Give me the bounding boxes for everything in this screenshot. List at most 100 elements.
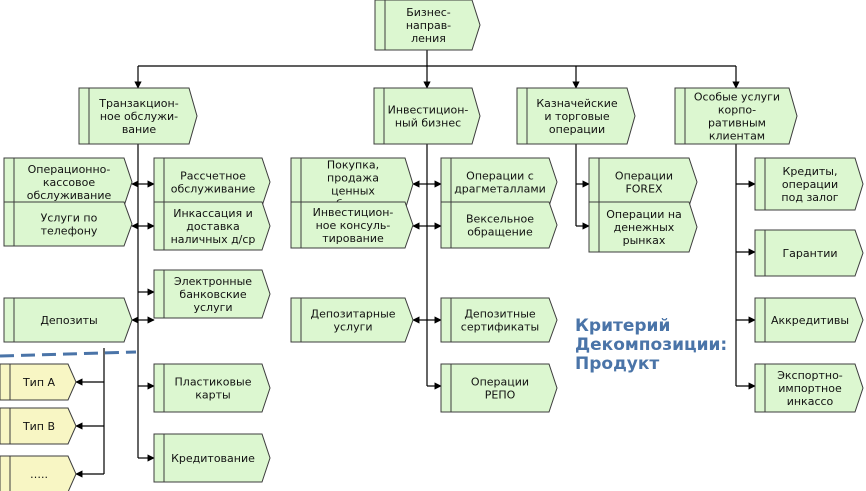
node-label: Рассчетное [180, 170, 246, 183]
node-shape [754, 157, 864, 211]
criterion-line-2: Декомпозиции: [575, 335, 727, 355]
node-label: услуги [193, 301, 232, 314]
node-label: ценных [331, 185, 375, 198]
node-transaction: Транзакцион-ное обслужи-вание [78, 87, 198, 145]
node-label: операции [782, 178, 838, 191]
node-label: драгметаллами [454, 183, 546, 196]
node-label: Операции [471, 376, 529, 389]
node-label: и торговые [544, 110, 609, 123]
node-guarantees: Гарантии [754, 229, 864, 277]
node-label: вание [122, 123, 157, 136]
node-label: Тип В [22, 420, 55, 433]
node-label: Особые услуги [694, 91, 780, 104]
node-label: Электронные [174, 275, 252, 288]
node-label: ративным [708, 117, 766, 130]
node-shape [153, 433, 271, 483]
node-shape [153, 363, 271, 413]
node-shape [440, 157, 558, 207]
node-type-etc: ….. [0, 455, 77, 491]
node-label: ления [411, 32, 446, 45]
node-shape [440, 201, 558, 249]
node-label: импортное [778, 382, 842, 395]
node-label: Кредитование [171, 452, 255, 465]
node-label: Инвестицион- [313, 206, 394, 219]
node-label: FOREX [625, 183, 663, 196]
node-shape [0, 363, 77, 401]
node-label: Транзакцион- [98, 97, 178, 110]
node-label: Покупка, [327, 159, 379, 172]
node-label: денежных [614, 221, 675, 234]
node-label: Операционно- [28, 163, 111, 176]
node-label: Тип А [22, 376, 56, 389]
node-shape [588, 157, 698, 207]
node-label: Вексельное [466, 213, 534, 226]
node-shape [153, 201, 271, 251]
node-label: ное обслужи- [100, 110, 178, 123]
node-type-b: Тип В [0, 407, 77, 445]
node-label: ное консуль- [316, 219, 391, 232]
node-securities: Покупка,продажаценныхбумаг [290, 157, 414, 211]
criterion-line-1: Критерий [575, 316, 670, 336]
node-shape [588, 201, 698, 253]
node-label: Операции с [466, 170, 534, 183]
node-label: Операции на [606, 208, 682, 221]
node-label: Операции [615, 170, 673, 183]
node-shape [516, 87, 636, 145]
node-label: наличных д/ср [171, 233, 256, 246]
node-shape [440, 297, 558, 343]
node-label: Бизнес- [406, 6, 451, 19]
node-label: обслуживание [27, 189, 112, 202]
node-letters: Аккредитивы [754, 297, 864, 343]
node-inv-consult: Инвестицион-ное консуль-тирование [290, 201, 414, 249]
node-shape [153, 157, 271, 207]
node-crediting: Кредитование [153, 433, 271, 483]
node-label: Депозитные [464, 308, 536, 321]
node-shape [374, 0, 481, 51]
node-root: Бизнес-направ-ления [374, 0, 481, 51]
node-shape [3, 157, 133, 207]
node-shape [0, 455, 77, 491]
node-label: корпо- [718, 104, 756, 117]
node-label: Казначейские [536, 97, 618, 110]
node-type-a: Тип А [0, 363, 77, 401]
node-label: обращение [467, 226, 533, 239]
node-label: Депозиты [40, 314, 97, 327]
node-label: Экспортно- [777, 369, 843, 382]
node-label: услуги [333, 321, 372, 334]
node-shape [754, 363, 864, 413]
node-shape [290, 297, 414, 343]
criterion-line-3: Продукт [575, 354, 659, 374]
dashed-separator [0, 350, 137, 358]
node-shape [0, 407, 77, 445]
node-shape [754, 297, 864, 343]
node-label: ный бизнес [395, 117, 461, 130]
node-shape [754, 229, 864, 277]
node-label: карты [195, 389, 230, 402]
node-label: доставка [186, 220, 239, 233]
node-label: рынках [623, 234, 666, 247]
node-label: Инвестицион- [388, 104, 469, 117]
node-label: Депозитарные [310, 308, 395, 321]
node-deposits: Депозиты [3, 297, 133, 343]
node-label: РЕПО [485, 389, 516, 402]
node-label: Гарантии [782, 247, 837, 260]
node-label: клиентам [709, 130, 765, 143]
node-label: тирование [322, 232, 384, 245]
node-label: продажа [327, 172, 379, 185]
